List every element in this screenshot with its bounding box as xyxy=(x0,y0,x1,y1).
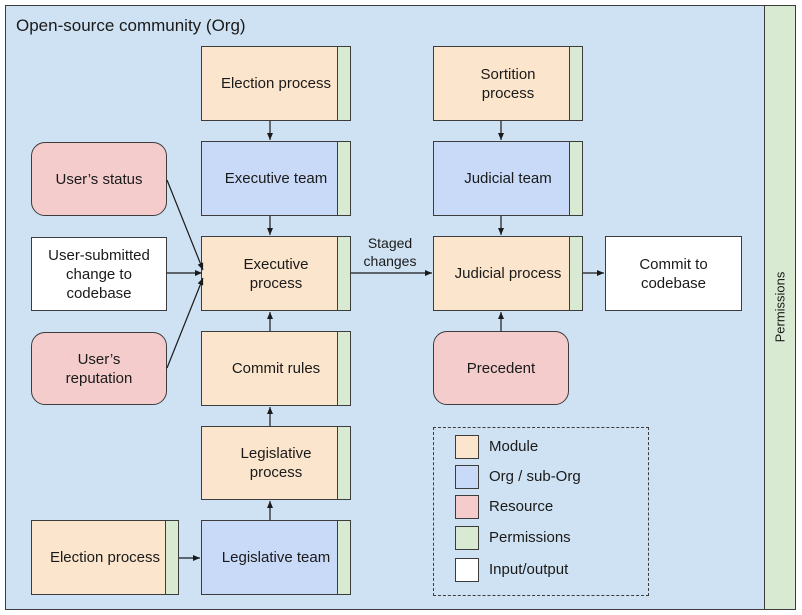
legislative-team-label: Legislative team xyxy=(221,549,331,566)
legend-swatch-org xyxy=(455,465,479,489)
permissions-strip xyxy=(569,46,583,121)
sortition-process-label: Sortition process xyxy=(480,65,536,102)
user-submitted-change: User-submitted change to codebase xyxy=(31,237,167,311)
judicial-process: Judicial process xyxy=(433,236,583,311)
executive-team-label: Executive team xyxy=(224,170,328,187)
permissions-strip xyxy=(337,46,351,121)
legislative-process-label: Legislative process xyxy=(240,445,312,481)
permissions-strip xyxy=(337,426,351,500)
permissions-strip xyxy=(337,331,351,406)
executive-team: Executive team xyxy=(201,141,351,216)
legend-swatch-permissions xyxy=(455,526,479,550)
commit-to-codebase: Commit to codebase xyxy=(605,236,742,311)
permissions-strip xyxy=(337,520,351,595)
executive-process-label: Executive process xyxy=(243,255,309,292)
permissions-strip xyxy=(569,236,583,311)
commit-rules: Commit rules xyxy=(201,331,351,406)
permissions-strip xyxy=(165,520,179,595)
permissions-bar xyxy=(764,5,796,610)
arrow-status-to-executive-process xyxy=(166,179,204,271)
legend-label-io: Input/output xyxy=(489,561,569,578)
commit-to-codebase-label: Commit to codebase xyxy=(639,255,708,292)
legend xyxy=(433,427,649,596)
legislative-team: Legislative team xyxy=(201,520,351,595)
permissions-strip xyxy=(337,141,351,216)
judicial-team: Judicial team xyxy=(433,141,583,216)
judicial-process-label: Judicial process xyxy=(454,265,562,282)
election-process-bottom: Election process xyxy=(31,520,179,595)
legislative-process: Legislative process xyxy=(201,426,351,500)
legend-label-permissions: Permissions xyxy=(489,529,571,546)
users-status-label: User’s status xyxy=(55,170,143,188)
precedent: Precedent xyxy=(433,331,569,405)
judicial-team-label: Judicial team xyxy=(464,170,552,187)
users-status: User’s status xyxy=(31,142,167,216)
precedent-label: Precedent xyxy=(466,359,536,377)
permissions-strip xyxy=(569,141,583,216)
users-reputation: User’s reputation xyxy=(31,332,167,405)
staged-changes-label: Staged changes xyxy=(363,235,417,269)
user-submitted-change-label: User-submitted change to codebase xyxy=(48,246,150,302)
legend-swatch-io xyxy=(455,558,479,582)
legend-label-module: Module xyxy=(489,438,539,455)
org-title: Open-source community (Org) xyxy=(16,16,246,35)
election-process-bottom-label: Election process xyxy=(49,549,161,566)
commit-rules-label: Commit rules xyxy=(231,360,321,377)
arrow-reputation-to-executive-process xyxy=(166,277,204,369)
users-reputation-label: User’s reputation xyxy=(65,350,133,387)
legend-swatch-module xyxy=(455,435,479,459)
legend-label-org: Org / sub-Org xyxy=(489,468,581,485)
permissions-strip xyxy=(337,236,351,311)
election-process-top-label: Election process xyxy=(220,75,332,92)
legend-swatch-resource xyxy=(455,495,479,519)
legend-label-resource: Resource xyxy=(489,498,554,515)
